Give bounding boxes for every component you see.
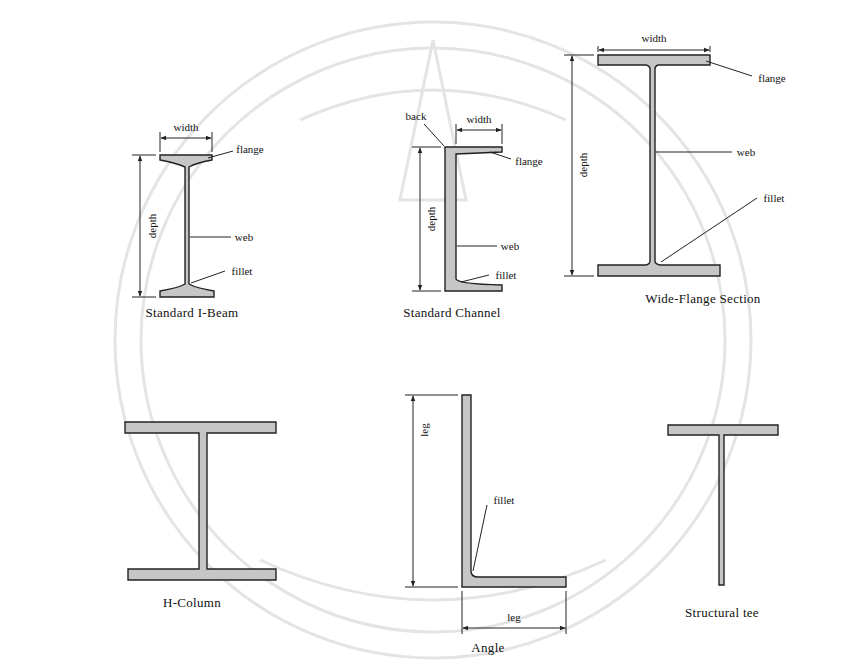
dimension-lines bbox=[132, 46, 710, 634]
part-label: fillet bbox=[496, 270, 517, 281]
watermark bbox=[115, 22, 751, 658]
dimension-label: width bbox=[466, 114, 491, 125]
section-caption: Wide-Flange Section bbox=[645, 292, 760, 305]
section-caption: Standard I-Beam bbox=[146, 306, 239, 319]
structural-tee bbox=[668, 425, 778, 585]
leader-lines bbox=[190, 61, 757, 571]
part-label: flange bbox=[236, 144, 263, 155]
part-label: web bbox=[235, 232, 253, 243]
dimension-label: leg bbox=[419, 421, 430, 438]
dimension-label: width bbox=[641, 33, 666, 44]
h-column bbox=[125, 422, 276, 580]
section-caption: Structural tee bbox=[685, 606, 759, 619]
part-label: fillet bbox=[494, 495, 515, 506]
section-caption: H-Column bbox=[163, 596, 221, 609]
dimension-label: leg bbox=[507, 612, 520, 623]
part-label: flange bbox=[758, 73, 785, 84]
part-label: web bbox=[501, 241, 519, 252]
angle bbox=[462, 395, 566, 587]
dimension-label: depth bbox=[578, 151, 589, 179]
wide-flange bbox=[598, 55, 720, 276]
part-label: back bbox=[406, 111, 427, 122]
section-caption: Standard Channel bbox=[403, 306, 501, 319]
part-label: fillet bbox=[764, 193, 785, 204]
part-label: fillet bbox=[232, 266, 253, 277]
channel bbox=[445, 147, 502, 291]
dimension-label: width bbox=[173, 122, 198, 133]
dimension-label: depth bbox=[147, 212, 158, 240]
i-beam bbox=[160, 155, 214, 297]
dimension-label: depth bbox=[426, 205, 437, 233]
part-label: flange bbox=[515, 156, 542, 167]
part-label: web bbox=[737, 147, 755, 158]
section-caption: Angle bbox=[471, 641, 504, 654]
